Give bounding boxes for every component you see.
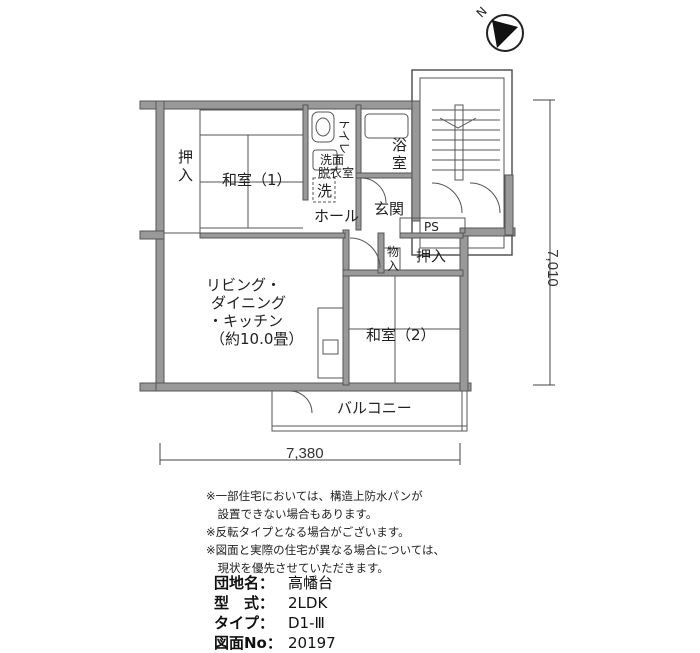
- room-ldk-line4: （約10.0畳）: [210, 330, 303, 348]
- note-line: ※図面と実際の住宅が異なる場合については、: [206, 543, 446, 557]
- floor-plan: N: [139, 4, 561, 465]
- dimension-depth: 7,010: [544, 249, 561, 287]
- dimension-width: 7,380: [286, 445, 324, 462]
- north-arrow-icon: N: [474, 4, 524, 52]
- info-label-type: 型 式：: [214, 594, 275, 612]
- room-monoire-1: 物: [387, 245, 399, 259]
- north-label: N: [474, 4, 490, 20]
- property-info: 団地名： 高幡台 型 式： 2LDK タイプ： D1-Ⅲ 図面No： 20197: [214, 573, 514, 653]
- room-toilet: トイレ: [337, 118, 351, 154]
- room-monoire-2: 入: [387, 259, 399, 273]
- notes: ※一部住宅においては、構造上防水パンが 設置できない場合もあります。 ※反転タイ…: [206, 487, 666, 577]
- info-label-subtype: タイプ：: [214, 614, 275, 632]
- info-value-drawing: 20197: [288, 634, 336, 652]
- room-sentaku: 洗: [317, 182, 332, 200]
- room-washitsu-2: 和室（2）: [366, 326, 436, 344]
- note-line: 現状を優先させていただきます。: [206, 561, 389, 575]
- info-value-danchi: 高幡台: [288, 574, 334, 592]
- room-senmen: 洗面: [320, 153, 344, 167]
- balcony: [271, 390, 468, 432]
- room-washitsu-1: 和室（1）: [222, 171, 292, 189]
- room-ps: PS: [424, 220, 439, 234]
- info-row-type: 型 式： 2LDK: [214, 593, 514, 613]
- info-value-type: 2LDK: [288, 594, 328, 612]
- info-label-drawing: 図面No：: [214, 634, 282, 652]
- note-line: ※反転タイプとなる場合がございます。: [206, 525, 410, 539]
- info-row-drawing: 図面No： 20197: [214, 633, 514, 653]
- room-yokushitsu-2: 室: [392, 154, 407, 172]
- info-label-danchi: 団地名：: [214, 574, 275, 592]
- room-datsuishitsu: 脱衣室: [318, 165, 354, 180]
- note-line: 設置できない場合もあります。: [206, 507, 378, 521]
- room-ldk-line3: ・キッチン: [208, 312, 283, 330]
- room-oshiire-left-2: 入: [178, 166, 193, 184]
- room-hall: ホール: [314, 207, 359, 225]
- room-ldk-line2: ダイニング: [211, 294, 286, 312]
- room-genkan: 玄関: [374, 200, 404, 218]
- room-balcony: バルコニー: [337, 399, 412, 417]
- dimension-lines: [159, 99, 555, 465]
- walls: [139, 100, 516, 392]
- info-row-subtype: タイプ： D1-Ⅲ: [214, 613, 514, 633]
- room-yokushitsu-1: 浴: [392, 136, 407, 154]
- note-line: ※一部住宅においては、構造上防水パンが: [206, 489, 423, 503]
- room-oshiire-left-1: 押: [178, 148, 193, 166]
- room-oshiire-right: 押入: [416, 247, 446, 265]
- info-row-danchi: 団地名： 高幡台: [214, 573, 514, 593]
- room-ldk-line1: リビング・: [206, 276, 281, 294]
- info-value-subtype: D1-Ⅲ: [288, 614, 325, 632]
